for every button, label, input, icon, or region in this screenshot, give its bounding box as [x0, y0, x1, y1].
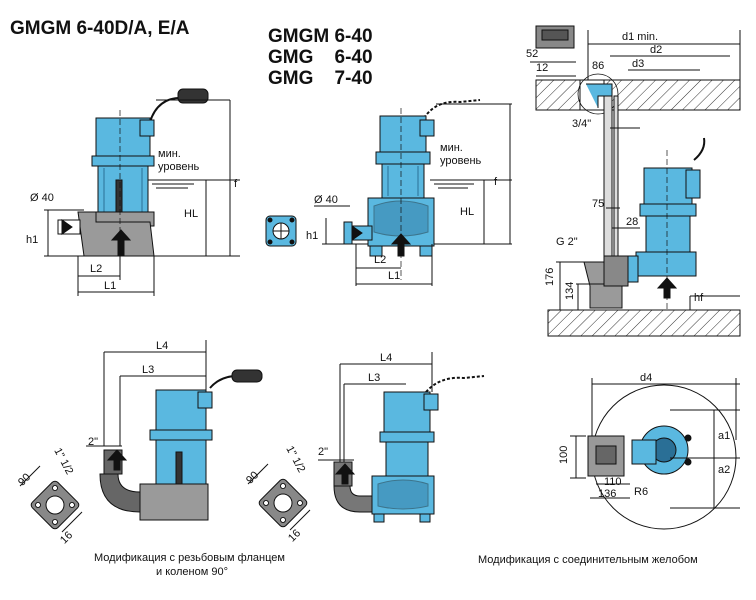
dim-28: 28 [626, 216, 639, 228]
flange-1 [19, 465, 83, 533]
pump-2-drawing [314, 99, 512, 286]
dim-l1-2: L1 [388, 270, 401, 282]
dim-g2: G 2" [556, 236, 578, 248]
dim-2in-3: 2" [88, 436, 99, 448]
dim-134: 134 [564, 281, 576, 300]
dim-l2-1: L2 [90, 263, 103, 275]
dim-r6: R6 [634, 486, 649, 498]
dim-l4-3: L4 [156, 340, 169, 352]
dim-d4: d4 [640, 372, 653, 384]
min-level-label-1a: мин. [158, 148, 181, 160]
min-level-label-1b: уровень [158, 161, 200, 173]
caption-right: Модификация с соединительным желобом [478, 554, 698, 566]
dim-h1-1: h1 [26, 234, 39, 246]
dim-12: 12 [536, 62, 549, 74]
dim-l3-3: L3 [142, 364, 155, 376]
dim-l1-1: L1 [104, 280, 117, 292]
dim-l3-4: L3 [368, 372, 381, 384]
model-3: GMG 7-40 [268, 68, 373, 89]
dim-2in-4: 2" [318, 446, 329, 458]
title-left: GMGM 6-40D/A, E/A [10, 18, 190, 39]
min-level-label-2a: мин. [440, 142, 463, 154]
dim-75: 75 [592, 198, 605, 210]
dim-a1: a1 [718, 430, 731, 442]
flange-square [265, 215, 297, 247]
top-view-drawing [570, 378, 740, 530]
pump-4-drawing [318, 352, 485, 523]
pump-3-drawing [86, 340, 263, 521]
dim-136: 136 [598, 488, 617, 500]
dim-hl-1: HL [184, 208, 199, 220]
installation-drawing [530, 25, 741, 337]
dim-d3: d3 [632, 58, 645, 70]
dim-f-2: f [494, 176, 498, 188]
pump-1-drawing [44, 88, 240, 296]
dim-176: 176 [544, 267, 556, 286]
dim-l4-4: L4 [380, 352, 393, 364]
dim-100: 100 [558, 445, 570, 464]
dim-d1: d1 min. [622, 31, 659, 43]
dim-hf: hf [694, 292, 704, 304]
dim-f-1: f [234, 178, 238, 190]
flange-2 [247, 463, 311, 531]
dim-110: 110 [604, 476, 622, 488]
dim-86: 86 [592, 60, 605, 72]
dim-h1-2: h1 [306, 230, 319, 242]
dim-a2: a2 [718, 464, 731, 476]
caption-left-line2: и коленом 90° [156, 566, 228, 578]
dim-d2: d2 [650, 44, 663, 56]
dim-52: 52 [526, 48, 539, 60]
dim-d40-2: Ø 40 [314, 194, 338, 206]
caption-left-line1: Модификация с резьбовым фланцем [94, 552, 285, 564]
model-2: GMG 6-40 [268, 47, 373, 68]
dim-l2-2: L2 [374, 254, 387, 266]
dim-d40-1: Ø 40 [30, 192, 54, 204]
model-1: GMGM 6-40 [268, 26, 373, 47]
dim-hl-2: HL [460, 206, 475, 218]
min-level-label-2b: уровень [440, 155, 482, 167]
dim-3-4: 3/4" [572, 118, 592, 130]
